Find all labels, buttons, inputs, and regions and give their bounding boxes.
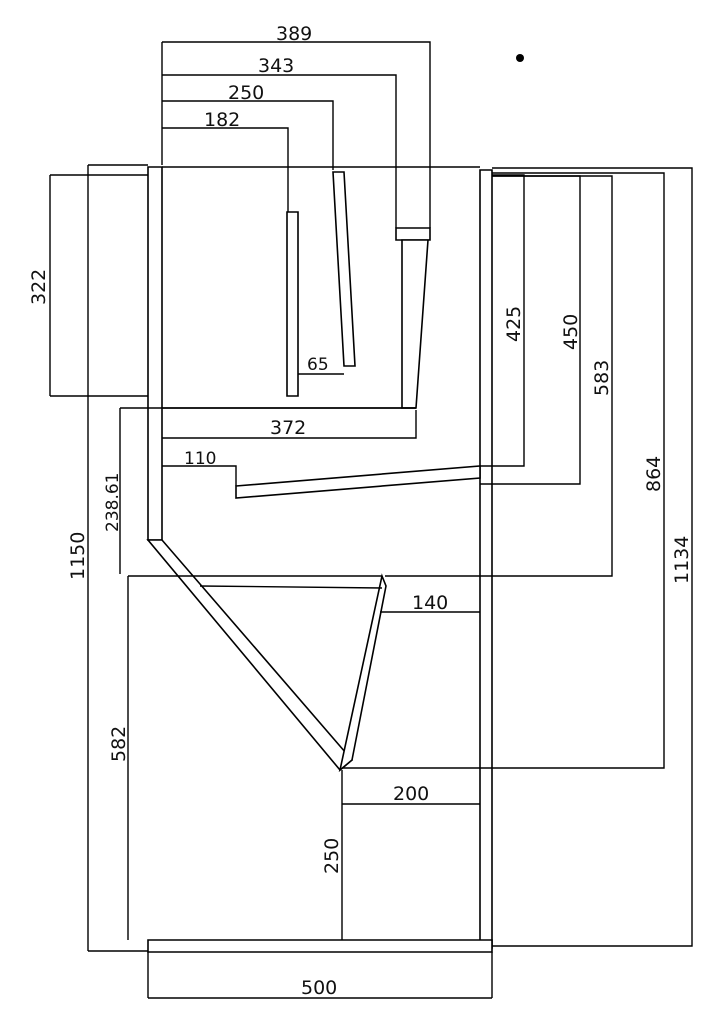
label-500: 500: [301, 977, 337, 999]
dimension-238-line: [119, 407, 416, 574]
bottom-board: [147, 939, 493, 953]
chute-front: [338, 573, 387, 773]
label-343: 343: [258, 55, 294, 77]
label-200: 200: [393, 783, 429, 805]
diagonal-chute: [146, 539, 354, 772]
slat-343-body: [401, 239, 429, 409]
dimension-322-lines: [49, 174, 148, 397]
left-side-panel: [147, 166, 163, 541]
slat-250: [332, 171, 356, 367]
right-side-panel: [479, 169, 493, 949]
label-389: 389: [276, 23, 312, 45]
label-322: 322: [28, 269, 50, 305]
label-450: 450: [560, 314, 582, 350]
dimension-500-line: [147, 952, 493, 999]
dimension-1150-lines: [87, 164, 148, 952]
label-110: 110: [184, 449, 216, 469]
label-250-bottom: 250: [321, 838, 343, 874]
label-1150: 1150: [67, 532, 89, 580]
slat-182: [286, 211, 299, 397]
label-65: 65: [307, 355, 329, 375]
label-425: 425: [503, 306, 525, 342]
label-372: 372: [270, 417, 306, 439]
label-238: 238.61: [103, 473, 123, 532]
label-582: 582: [108, 726, 130, 762]
dimension-110-line: [162, 465, 237, 486]
label-140: 140: [412, 592, 448, 614]
right-dimension-lines: [340, 167, 693, 947]
sloped-tray: [235, 465, 481, 499]
label-182: 182: [204, 109, 240, 131]
chute-top: [196, 575, 383, 589]
top-dimension-lines: [161, 41, 431, 228]
slat-343: [395, 227, 431, 241]
marker-dot: [516, 54, 524, 62]
label-864: 864: [643, 456, 665, 492]
label-1134: 1134: [671, 536, 693, 584]
label-250-top: 250: [228, 82, 264, 104]
dimension-372-line: [162, 410, 417, 439]
dimension-582-line: [127, 575, 196, 940]
label-583: 583: [591, 360, 613, 396]
